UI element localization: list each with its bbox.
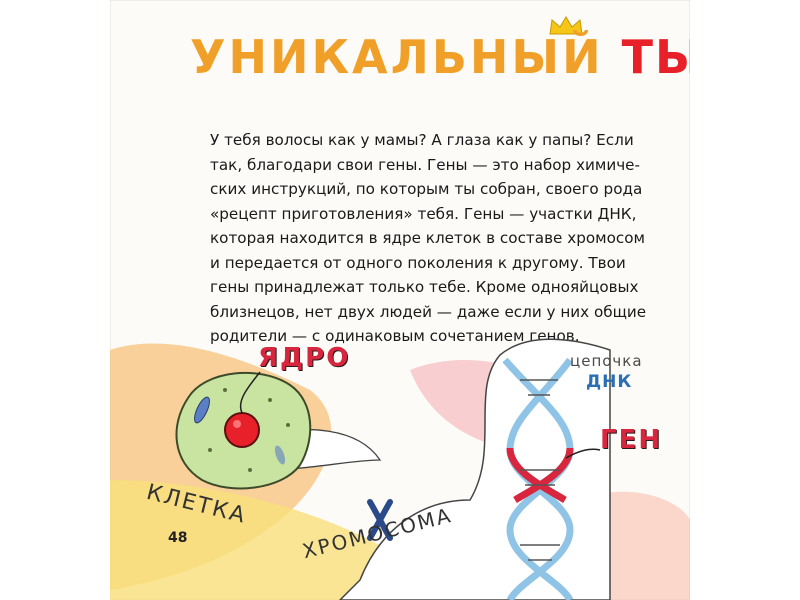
body-line: родители — с одинаковым сочетанием генов… — [210, 327, 580, 345]
cell-organelle — [194, 396, 210, 424]
page-title: УНИКАЛЬНЫЙ ТЫ — [190, 30, 690, 84]
title-main: УНИКАЛЬНЫЙ — [190, 30, 604, 84]
genetics-illustration — [110, 338, 690, 600]
crown-icon — [549, 16, 583, 35]
body-line: ских инструкций, по которым ты собран, с… — [210, 180, 643, 198]
body-line: гены принадлежат только тебе. Кроме одно… — [210, 278, 639, 296]
body-line: близнецов, нет двух людей — даже если у … — [210, 302, 647, 321]
book-page: УНИКАЛЬНЫЙ ТЫ У тебя волосы как у мамы? А… — [110, 0, 690, 600]
body-paragraph: У тебя волосы как у мамы? А глаза как у … — [210, 128, 647, 349]
label-gene: ГЕН — [600, 425, 663, 455]
gene-pointer — [565, 448, 601, 459]
body-line: которая находится в ядре клеток в состав… — [210, 229, 645, 247]
label-nucleus: ЯДРО — [258, 343, 351, 373]
yellow-watercolor — [110, 480, 410, 600]
cell-organelle — [274, 445, 286, 465]
title-accent: ТЫ — [621, 30, 690, 84]
chromosome-icon — [367, 499, 393, 541]
gene-segment — [506, 447, 567, 504]
body-line: У тебя волосы как у мамы? А глаза как у … — [210, 131, 634, 149]
body-line: и передается от одного поколения к друго… — [210, 253, 626, 272]
nucleus — [224, 412, 260, 448]
body-line: «рецепт приготовления» тебя. Гены — учас… — [210, 204, 637, 223]
label-chain: цепочка — [570, 352, 643, 370]
body-line: так, благодари свои гены. Гены — это наб… — [210, 155, 640, 174]
nucleus-pointer — [239, 371, 261, 414]
label-dna: ДНК — [586, 372, 633, 392]
dna-helix — [502, 357, 601, 600]
page-number: 48 — [168, 530, 188, 546]
gene-segment — [513, 447, 574, 504]
